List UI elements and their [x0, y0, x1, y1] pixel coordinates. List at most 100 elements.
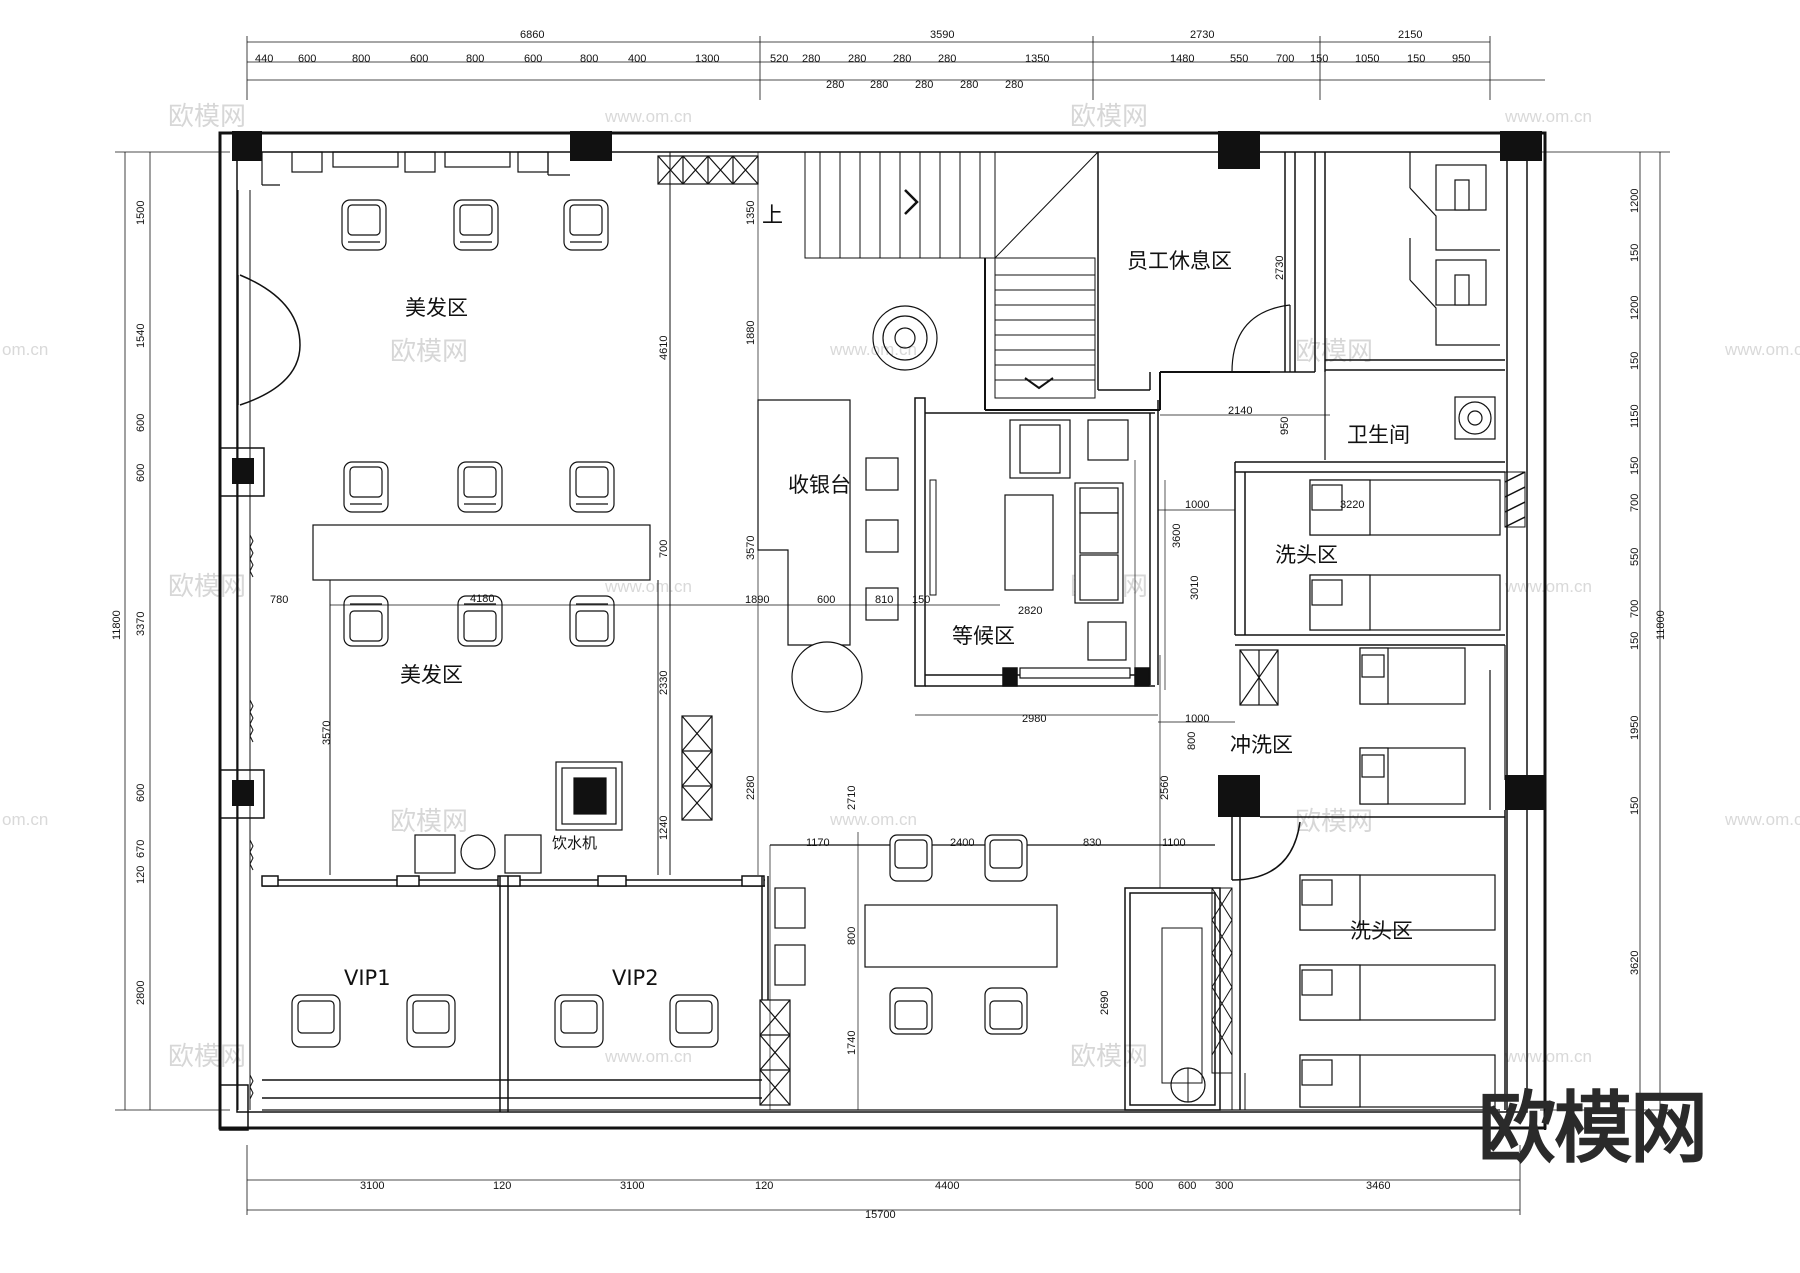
- staff-door: [1231, 304, 1291, 373]
- dim: 280: [802, 53, 820, 65]
- dim: 150: [912, 594, 930, 606]
- dim: 1350: [745, 201, 757, 225]
- wash-area-upper: [1234, 461, 1526, 646]
- entrance-door: [237, 274, 301, 406]
- watermark: 欧模网: [390, 337, 468, 367]
- brand-logo: 欧模网: [1478, 1084, 1706, 1174]
- dim: 300: [1215, 1180, 1233, 1192]
- watermark: 欧模网: [168, 102, 246, 132]
- dim: 550: [1629, 548, 1641, 566]
- watermark: 欧模网: [1295, 807, 1373, 837]
- dim-total: 2150: [1398, 29, 1422, 41]
- dim: 600: [1178, 1180, 1196, 1192]
- lounge-chairs: [889, 834, 1028, 1035]
- cashier-label: 收银台: [788, 473, 851, 497]
- staircase: [804, 151, 1270, 411]
- wash-beds-lower: [1299, 874, 1496, 1108]
- dim-total: 11800: [1655, 610, 1667, 640]
- dim: 150: [1310, 53, 1328, 65]
- dim: 120: [493, 1180, 511, 1192]
- lounge-area: [759, 844, 1215, 1106]
- dim: 2140: [1228, 405, 1252, 417]
- dim: 670: [135, 840, 147, 858]
- dim: 700: [658, 540, 670, 558]
- watermark-url: www.om.cn: [1724, 810, 1800, 829]
- watermark: 欧模网: [168, 572, 246, 602]
- dim: 600: [524, 53, 542, 65]
- dim: 2560: [1159, 776, 1171, 800]
- dim: 1300: [695, 53, 719, 65]
- dim: 1000: [1185, 713, 1209, 725]
- dim: 810: [875, 594, 893, 606]
- dim: 500: [1135, 1180, 1153, 1192]
- dim: 3570: [745, 536, 757, 560]
- watermark: 欧模网: [1070, 102, 1148, 132]
- bottom-dimensions: 3100 120 3100 120 4400 500 600 300 3460 …: [360, 1180, 1390, 1221]
- floor-medallion: [872, 305, 938, 371]
- dim: 1200: [1629, 189, 1641, 213]
- water-dispenser: [414, 761, 623, 874]
- toilet-label: 卫生间: [1347, 423, 1410, 447]
- dim: 2690: [1099, 991, 1111, 1015]
- dim: 700: [1629, 494, 1641, 512]
- dim: 150: [1629, 632, 1641, 650]
- dim: 3100: [620, 1180, 644, 1192]
- dim: 2280: [745, 776, 757, 800]
- dim: 1100: [1162, 837, 1186, 849]
- dim: 1500: [135, 201, 147, 225]
- dim: 3370: [135, 612, 147, 636]
- waiting-label: 等候区: [952, 624, 1015, 648]
- dim: 780: [270, 594, 288, 606]
- watermark-url: www.om.cn: [829, 810, 917, 829]
- dim: 4180: [470, 593, 494, 605]
- watermark-url: www.om.cn: [604, 107, 692, 126]
- dim: 3570: [321, 721, 333, 745]
- waiting-furniture: [1004, 419, 1131, 679]
- wash-beds-upper: [1309, 479, 1501, 631]
- dim: 1240: [658, 816, 670, 840]
- central-counter: [312, 524, 651, 581]
- dim: 3220: [1340, 499, 1364, 511]
- dim: 3010: [1189, 576, 1201, 600]
- dim: 280: [848, 53, 866, 65]
- dim: 280: [915, 79, 933, 91]
- dim: 400: [628, 53, 646, 65]
- dim: 3600: [1171, 524, 1183, 548]
- dim: 800: [352, 53, 370, 65]
- dim: 280: [960, 79, 978, 91]
- watermark: 欧模网: [1070, 1042, 1148, 1072]
- dim: 120: [755, 1180, 773, 1192]
- dim-total: 6860: [520, 29, 544, 41]
- dim: 550: [1230, 53, 1248, 65]
- dim: 1150: [1629, 404, 1641, 428]
- dim: 1740: [846, 1031, 858, 1055]
- dim: 120: [135, 866, 147, 884]
- dim: 280: [893, 53, 911, 65]
- vip2-label: VIP2: [612, 966, 659, 990]
- wash-upper-label: 洗头区: [1275, 543, 1338, 567]
- salon-chairs-lower: [343, 595, 615, 647]
- dim-total: 11800: [111, 610, 123, 640]
- dim: 3620: [1629, 951, 1641, 975]
- dim-total: 2730: [1190, 29, 1214, 41]
- dim: 600: [298, 53, 316, 65]
- interior-dimension-lines: [330, 152, 1330, 1110]
- watermark: 欧模网: [168, 1042, 246, 1072]
- dim: 280: [1005, 79, 1023, 91]
- dim: 1480: [1170, 53, 1194, 65]
- dim: 800: [846, 927, 858, 945]
- column-frames: [219, 447, 265, 1131]
- dim: 700: [1276, 53, 1294, 65]
- dim: 1950: [1629, 716, 1641, 740]
- rinse-area: [1239, 645, 1506, 810]
- waiting-area: [914, 397, 1159, 687]
- dim: 2730: [1274, 256, 1286, 280]
- watermark-url: www.om.cn: [829, 340, 917, 359]
- dim: 280: [938, 53, 956, 65]
- toilet-area: [1324, 152, 1500, 460]
- dim: 150: [1629, 244, 1641, 262]
- dim: 2400: [950, 837, 974, 849]
- rinse-label: 冲洗区: [1230, 733, 1293, 757]
- dim: 2710: [846, 786, 858, 810]
- staff-rest-label: 员工休息区: [1127, 249, 1232, 273]
